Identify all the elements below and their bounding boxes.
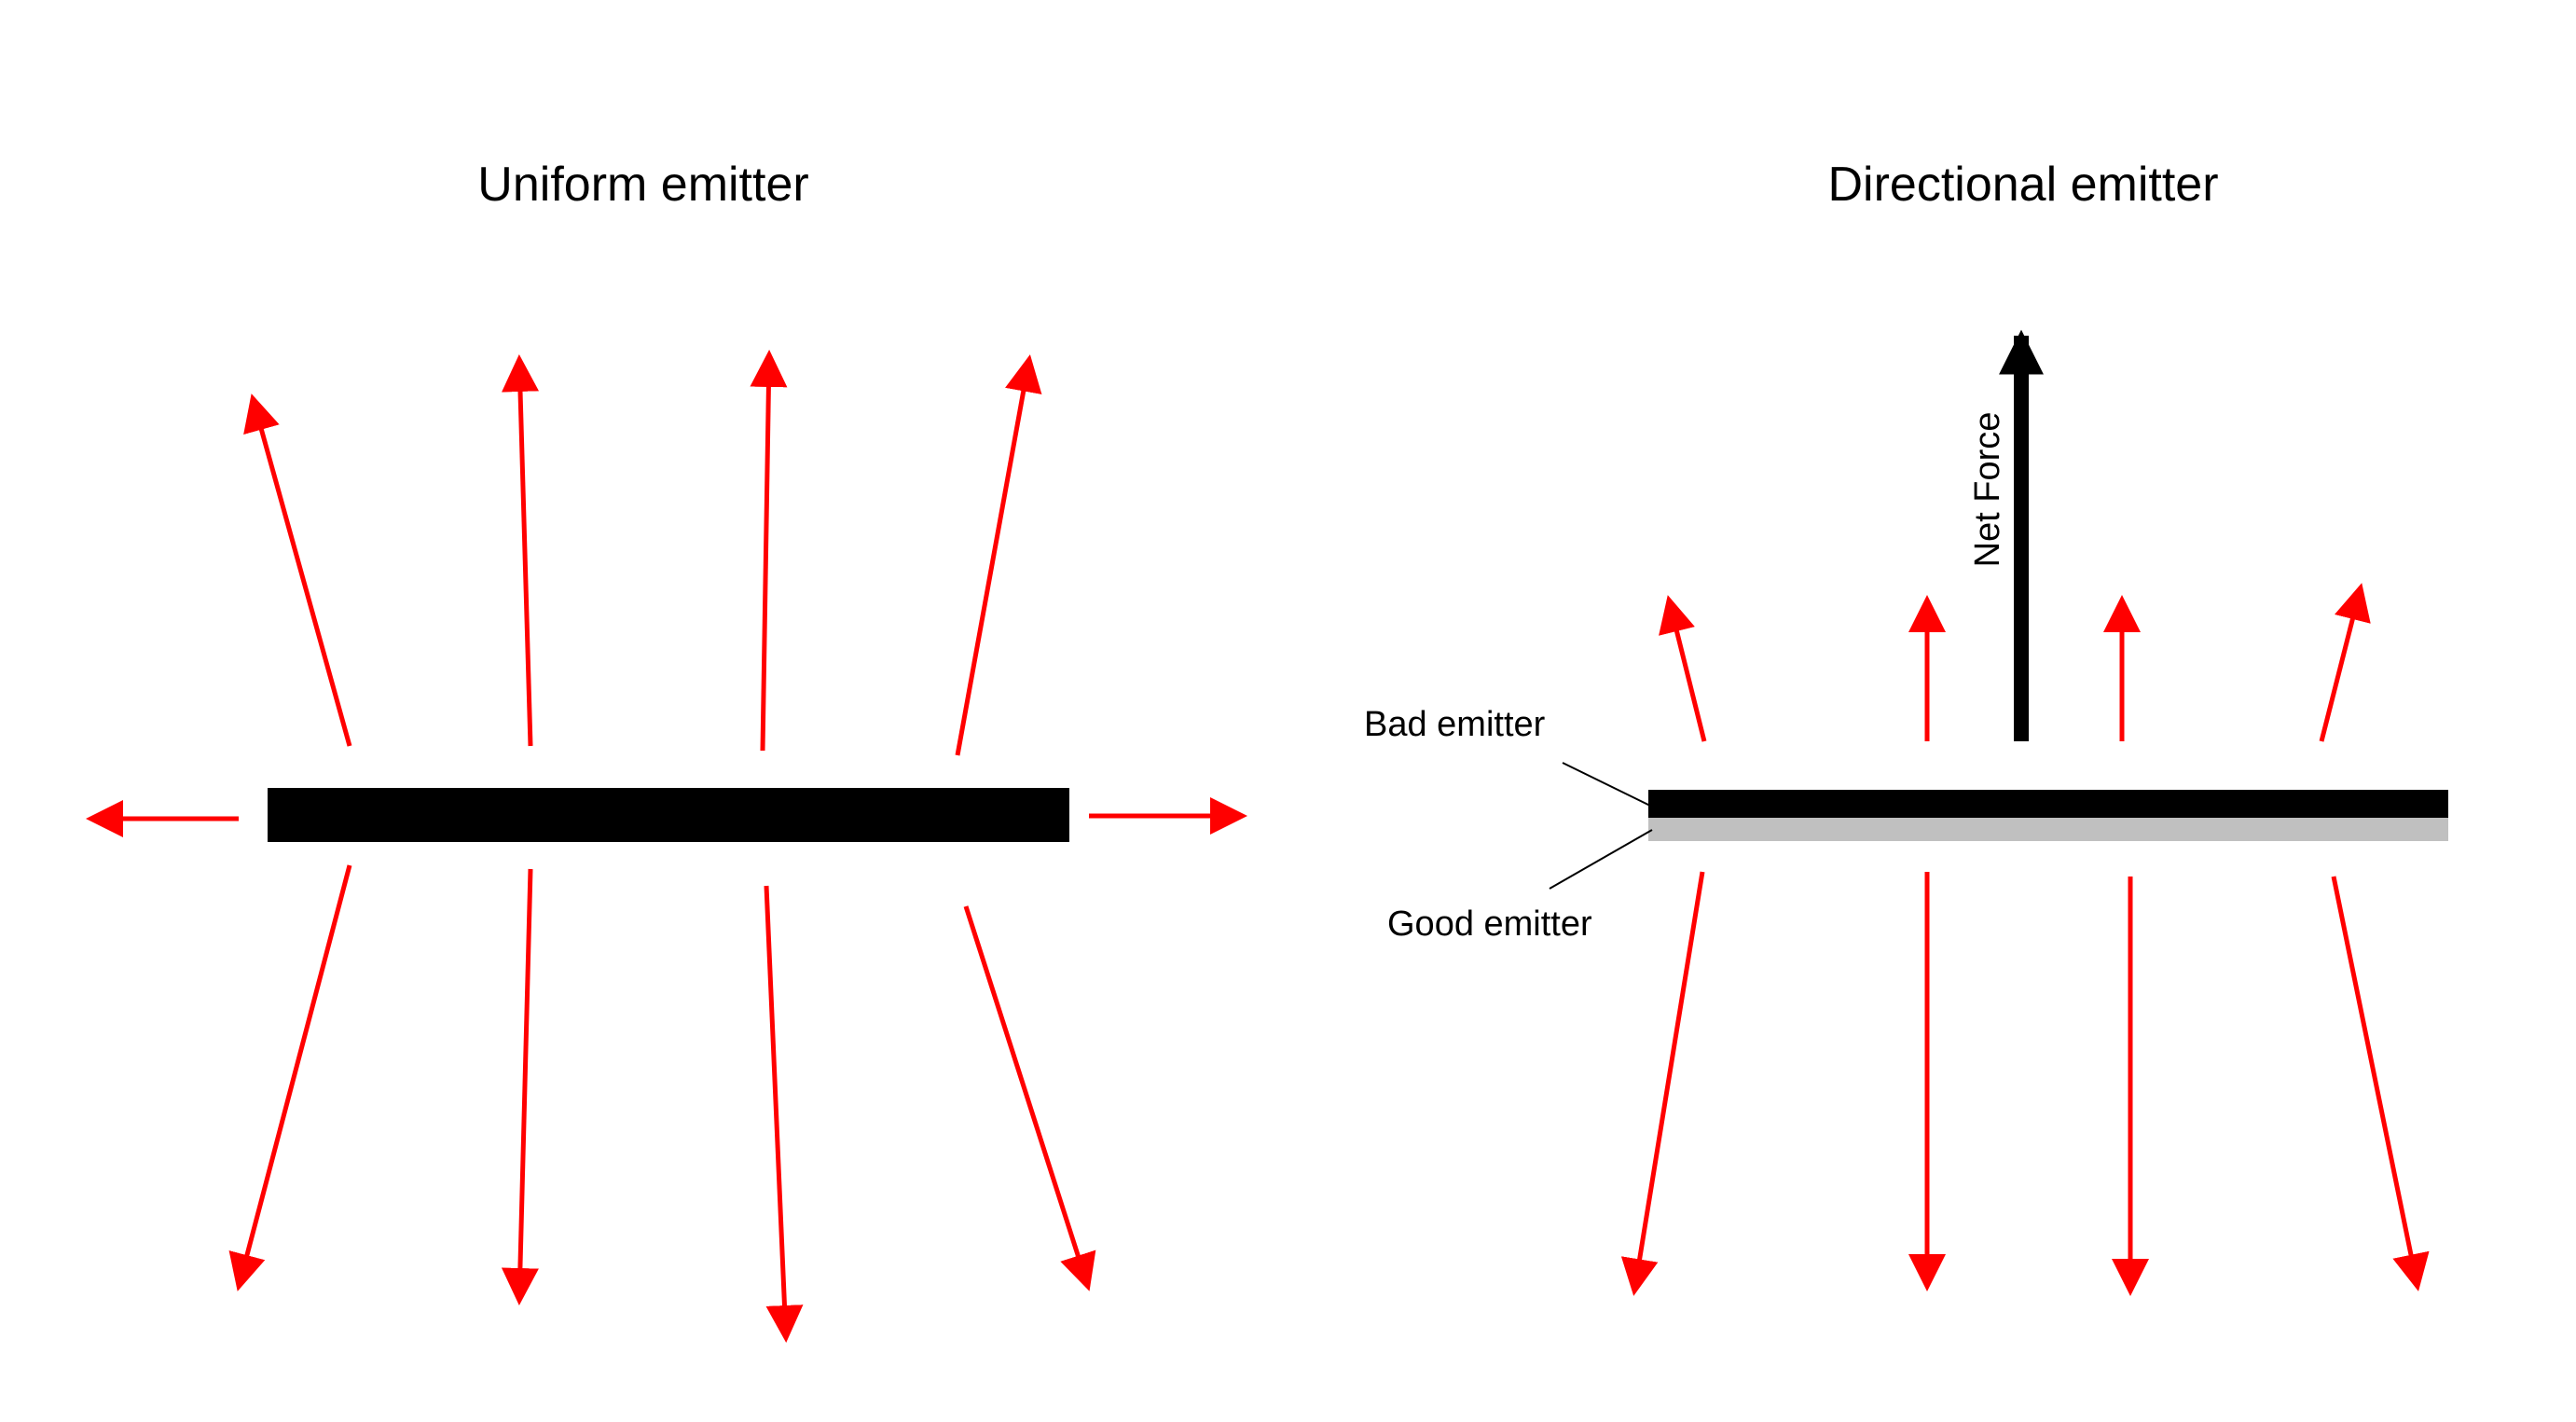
emission-arrow-down-1 [1620, 871, 1705, 1296]
emission-arrow-down-2 [501, 868, 539, 1305]
directional-emitter-title: Directional emitter [1827, 158, 2218, 212]
uniform-emitter-plate [268, 788, 1069, 842]
emission-arrow-down-4 [963, 905, 1096, 1291]
uniform-emitter-panel: Uniform emitter [86, 158, 1247, 1343]
bad-emitter-leader-line [1562, 762, 1653, 808]
emission-arrow-up-4 [955, 354, 1042, 756]
net-force-label: Net Force [1968, 412, 2007, 568]
emission-arrow-up-4 [2319, 583, 2371, 742]
emission-arrow-down-1 [228, 864, 352, 1291]
emission-arrow-down-3 [764, 885, 804, 1343]
emission-arrow-up-1 [243, 393, 352, 747]
emission-arrow-down-4 [2331, 876, 2430, 1291]
emission-arrow-up-3 [750, 350, 788, 752]
emission-arrow-up-2 [502, 354, 540, 747]
directional-emitter-panel: Directional emitter Bad emitter Good emi… [1364, 158, 2448, 1296]
good-emitter-leader-line [1549, 829, 1653, 890]
uniform-emitter-title: Uniform emitter [477, 158, 808, 212]
bad-emitter-layer [1648, 790, 2448, 818]
good-emitter-layer [1648, 818, 2448, 841]
bad-emitter-label: Bad emitter [1364, 705, 1546, 744]
good-emitter-label: Good emitter [1387, 904, 1592, 944]
emission-arrow-up-1 [1659, 595, 1707, 742]
